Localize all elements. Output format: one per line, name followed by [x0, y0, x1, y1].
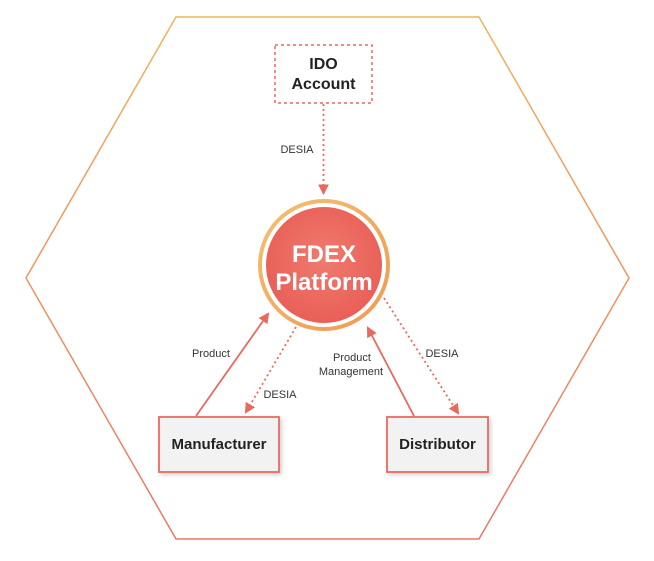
- ido-to-platform-label: DESIA: [280, 144, 314, 156]
- distributor-label: Distributor: [399, 436, 476, 453]
- platform-to-distributor-label: DESIA: [425, 348, 459, 360]
- distributor-to-platform-label-line1: Product: [333, 352, 371, 364]
- ido-account-label-line1: IDO: [309, 56, 337, 73]
- manufacturer-to-platform-arrow: [195, 312, 270, 417]
- platform-to-manufacturer-arrow: [244, 326, 297, 414]
- ecosystem-hexagon: [25, 16, 630, 540]
- ido-account-label-line2: Account: [292, 76, 357, 93]
- manufacturer-label: Manufacturer: [171, 436, 266, 453]
- platform-label-line1: FDEX: [292, 241, 356, 268]
- manufacturer-to-platform-label: Product: [192, 348, 230, 360]
- manufacturer-node: [158, 416, 280, 473]
- distributor-to-platform-label-line2: Management: [319, 366, 383, 378]
- distributor-to-platform-arrow: [366, 326, 415, 417]
- platform-to-manufacturer-label: DESIA: [263, 389, 297, 401]
- distributor-node: [386, 416, 489, 473]
- ido-account-node: IDO Account: [274, 44, 373, 104]
- fdex-platform-node: FDEX Platform: [258, 199, 390, 331]
- platform-label-line2: Platform: [275, 269, 372, 296]
